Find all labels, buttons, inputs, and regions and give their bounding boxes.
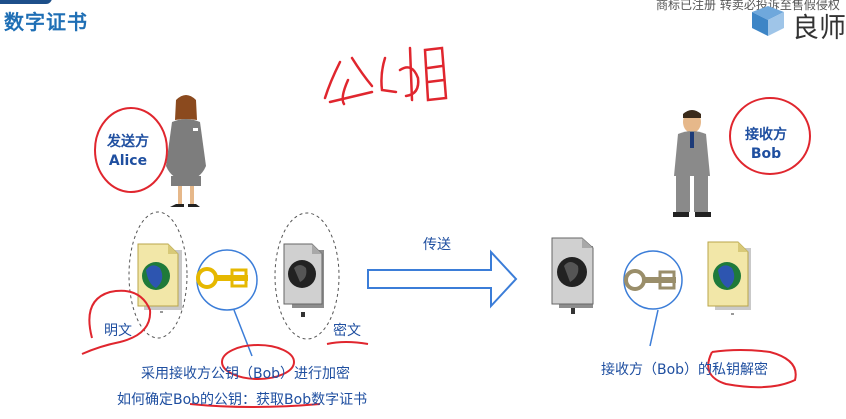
bob-figure (673, 110, 711, 217)
sender-circle (94, 107, 168, 193)
note-underline (189, 403, 321, 408)
ciphertext-dashed-ellipse (274, 212, 340, 340)
note-private-key-circle (707, 349, 797, 389)
page-title: 数字证书 (4, 10, 88, 34)
handwritten-annotation (323, 46, 448, 106)
logo-text: 良师 (792, 13, 846, 44)
alice-figure (166, 95, 206, 207)
decrypted-document-icon (707, 241, 751, 315)
note-public-key-circle (221, 344, 295, 380)
plaintext-label: 明文 (104, 323, 132, 339)
transfer-arrow (367, 249, 518, 309)
ciphertext-document-icon (283, 243, 324, 317)
sender-name: Alice (108, 153, 148, 169)
key-pointer-line (233, 309, 253, 357)
logo-icon (752, 6, 784, 36)
sender-role: 发送方 (107, 134, 149, 150)
sender-label: 发送方 Alice (100, 133, 156, 171)
received-ciphertext-document-icon (551, 237, 594, 314)
private-key-icon (624, 269, 676, 291)
public-key-icon (196, 267, 248, 289)
plaintext-document-icon (137, 243, 182, 313)
ciphertext-label: 密文 (333, 323, 361, 339)
encrypt-note: 采用接收方公钥（Bob）进行加密 (141, 366, 351, 382)
top-badge (0, 0, 52, 4)
confirm-key-note: 如何确定Bob的公钥：获取Bob数字证书 (117, 392, 368, 408)
plaintext-dashed-ellipse (128, 211, 188, 339)
private-key-pointer-line (649, 309, 659, 347)
transfer-label: 传送 (423, 237, 451, 253)
plaintext-annotation-circle (81, 289, 152, 355)
receiver-role: 接收方 (745, 127, 787, 143)
receiver-name: Bob (750, 146, 782, 162)
receiver-circle (729, 97, 811, 175)
decrypt-note: 接收方（Bob）的私钥解密 (601, 362, 769, 378)
receiver-label: 接收方 Bob (738, 126, 794, 164)
watermark-text: 商标已注册 转卖必投诉至售假侵权 (656, 0, 840, 12)
ciphertext-underline (326, 341, 369, 345)
